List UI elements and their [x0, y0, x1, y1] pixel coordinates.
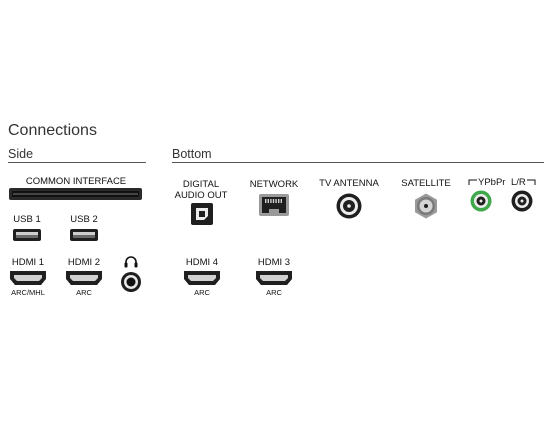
lr-label: L/R: [511, 177, 526, 188]
bottom-divider: [172, 162, 544, 163]
hdmi1-port[interactable]: [10, 271, 46, 285]
lr-audio-port[interactable]: [511, 190, 533, 212]
usb2-port[interactable]: [70, 229, 98, 241]
side-divider: [8, 162, 146, 163]
digital-audio-label-1: DIGITAL: [182, 179, 220, 190]
satellite-label: SATELLITE: [401, 178, 451, 189]
tv-antenna-port[interactable]: [336, 193, 362, 219]
common-interface-label: COMMON INTERFACE: [25, 176, 127, 187]
common-interface-slot[interactable]: [9, 188, 142, 200]
digital-audio-label-2: AUDIO OUT: [174, 190, 228, 201]
ypbpr-port[interactable]: [470, 190, 492, 212]
hdmi2-sublabel: ARC: [76, 288, 92, 297]
hdmi1-label: HDMI 1: [11, 257, 45, 268]
page-title: Connections: [8, 122, 97, 139]
hdmi2-port[interactable]: [66, 271, 102, 285]
headphones-icon: [124, 255, 138, 268]
network-port[interactable]: [259, 194, 289, 216]
hdmi3-label: HDMI 3: [257, 257, 291, 268]
hdmi4-sublabel: ARC: [194, 288, 210, 297]
section-side-header: Side: [8, 147, 34, 161]
hdmi3-sublabel: ARC: [266, 288, 282, 297]
hdmi3-port[interactable]: [256, 271, 292, 285]
tv-antenna-label: TV ANTENNA: [319, 178, 379, 189]
satellite-port[interactable]: [413, 193, 439, 219]
ypbpr-label: YPbPr: [478, 177, 506, 188]
hdmi2-label: HDMI 2: [67, 257, 101, 268]
hdmi4-label: HDMI 4: [185, 257, 219, 268]
network-label: NETWORK: [249, 179, 299, 190]
usb1-port[interactable]: [13, 229, 41, 241]
ypbpr-bracket: [468, 178, 478, 186]
hdmi4-port[interactable]: [184, 271, 220, 285]
usb2-label: USB 2: [70, 214, 98, 225]
digital-audio-port[interactable]: [191, 203, 213, 225]
lr-bracket: [526, 178, 536, 186]
hdmi1-sublabel: ARC/MHL: [11, 288, 45, 297]
usb1-label: USB 1: [13, 214, 41, 225]
section-bottom-header: Bottom: [172, 147, 212, 161]
headphone-jack[interactable]: [120, 271, 142, 293]
